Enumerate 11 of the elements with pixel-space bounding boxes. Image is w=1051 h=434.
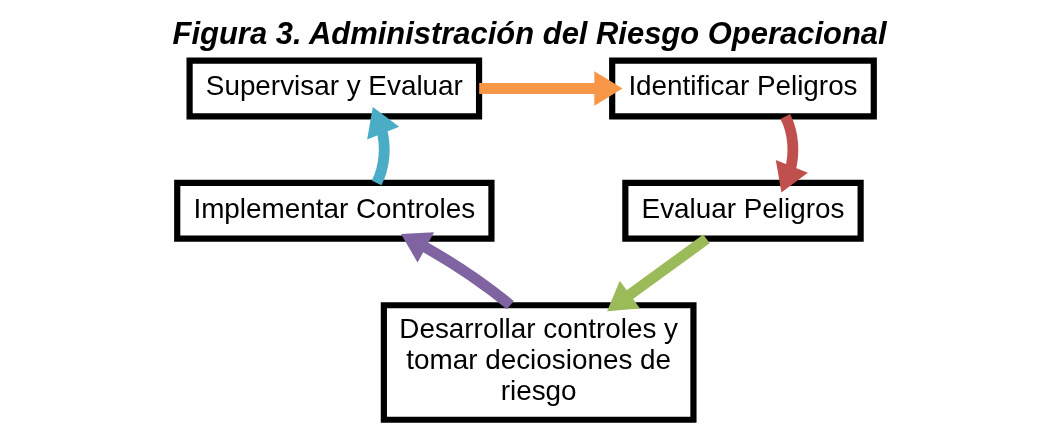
- arrow: [479, 71, 623, 106]
- arrow: [367, 106, 400, 186]
- node-box: Implementar Controles: [174, 179, 495, 242]
- node-box: Supervisar y Evaluar: [186, 57, 483, 120]
- node-box: Desarrollar controles y tomar deciosiones de riesgo: [380, 302, 697, 423]
- arrow: [775, 114, 808, 193]
- diagram-title: Figura 3. Administración del Riesgo Operacional: [172, 15, 887, 51]
- node-box: Evaluar Peligros: [622, 179, 864, 242]
- node-box: Identificar Peligros: [609, 57, 877, 120]
- arrow: [607, 234, 710, 312]
- arrow: [401, 232, 514, 310]
